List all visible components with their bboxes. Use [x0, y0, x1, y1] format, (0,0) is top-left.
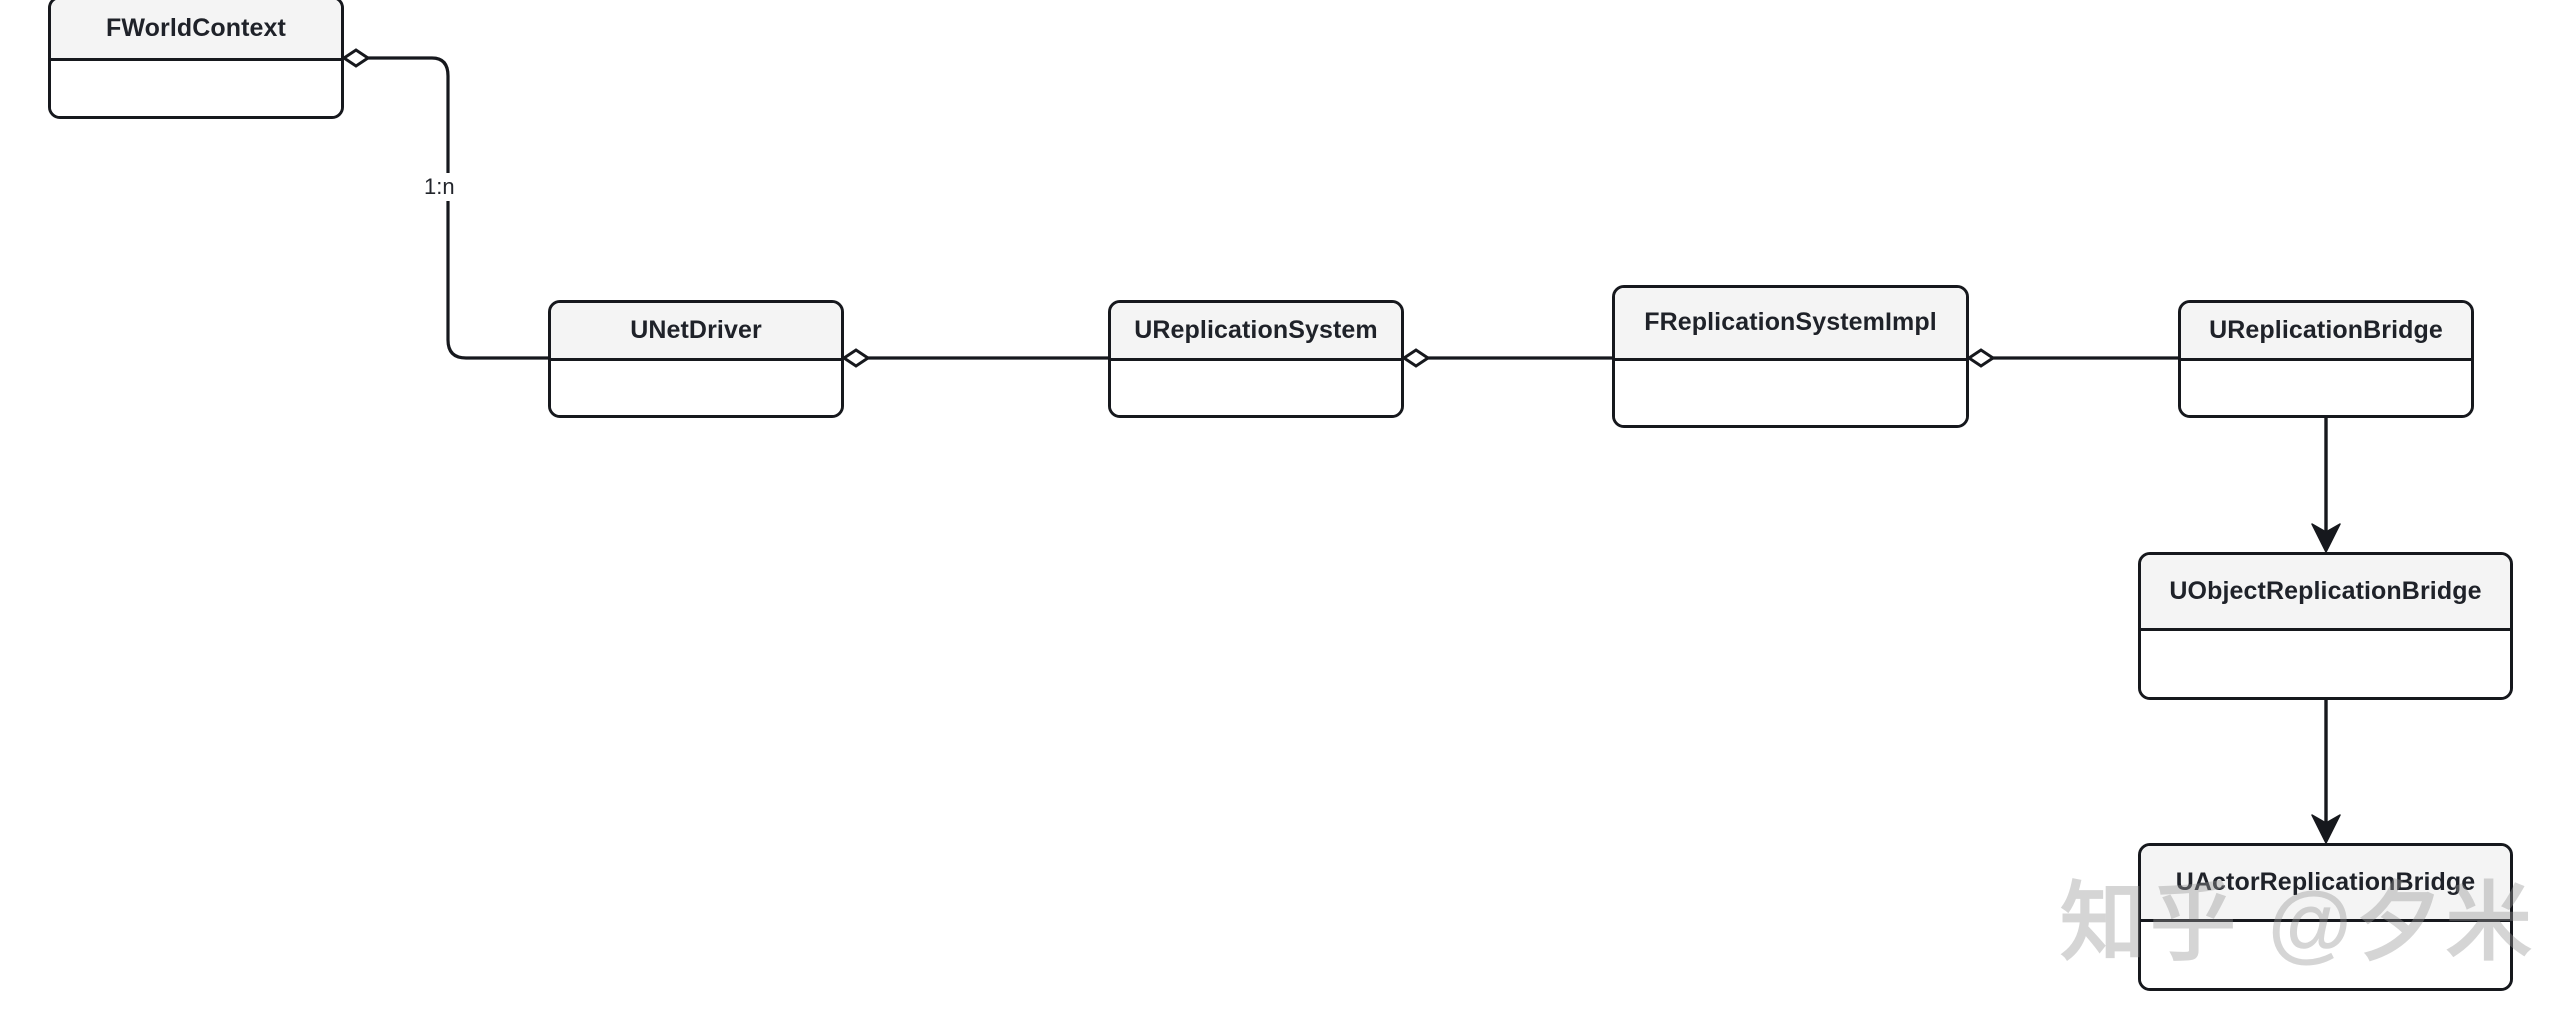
- class-name-label: UReplicationSystem: [1134, 315, 1378, 344]
- class-name-label: FReplicationSystemImpl: [1644, 308, 1937, 337]
- class-name-label: UReplicationBridge: [2209, 315, 2443, 344]
- edge-worldcontext-netdriver: [341, 48, 550, 360]
- class-header: FReplicationSystemImpl: [1615, 288, 1966, 361]
- edge-objectbridge-actorbridge: [2311, 700, 2341, 844]
- edge-label-multiplicity: 1:n: [419, 173, 460, 202]
- class-name-label: FWorldContext: [106, 13, 286, 42]
- class-attributes-compartment: [2141, 922, 2510, 988]
- class-box-unetdriver[interactable]: UNetDriver: [548, 300, 844, 418]
- class-header: UNetDriver: [551, 303, 841, 361]
- edge-replicationbridge-objectbridge: [2311, 418, 2341, 553]
- class-attributes-compartment: [2181, 361, 2471, 415]
- edge-replicationsystem-impl: [1401, 348, 1612, 368]
- class-box-ureplicationsystem[interactable]: UReplicationSystem: [1108, 300, 1404, 418]
- edge-impl-replicationbridge: [1966, 348, 2178, 368]
- class-header: UReplicationBridge: [2181, 303, 2471, 361]
- class-attributes-compartment: [51, 61, 341, 116]
- edge-netdriver-replicationsystem: [841, 348, 1108, 368]
- class-box-fworldcontext[interactable]: FWorldContext: [48, 0, 344, 119]
- class-name-label: UObjectReplicationBridge: [2169, 576, 2482, 605]
- class-name-label: UNetDriver: [630, 315, 762, 344]
- class-attributes-compartment: [2141, 631, 2510, 697]
- class-box-ureplicationbridge[interactable]: UReplicationBridge: [2178, 300, 2474, 418]
- arrowhead-icon: [2311, 523, 2341, 553]
- class-header: UActorReplicationBridge: [2141, 846, 2510, 922]
- aggregation-diamond: [1966, 348, 1996, 368]
- aggregation-diamond: [1401, 348, 1431, 368]
- class-attributes-compartment: [551, 361, 841, 415]
- class-header: UReplicationSystem: [1111, 303, 1401, 361]
- class-box-uobjectreplicationbridge[interactable]: UObjectReplicationBridge: [2138, 552, 2513, 700]
- class-attributes-compartment: [1111, 361, 1401, 415]
- arrowhead-icon: [2311, 814, 2341, 844]
- aggregation-diamond: [841, 348, 871, 368]
- class-header: FWorldContext: [51, 0, 341, 61]
- aggregation-diamond: [341, 48, 371, 68]
- class-attributes-compartment: [1615, 361, 1966, 425]
- class-name-label: UActorReplicationBridge: [2175, 867, 2476, 896]
- class-header: UObjectReplicationBridge: [2141, 555, 2510, 631]
- class-box-uactorreplicationbridge[interactable]: UActorReplicationBridge: [2138, 843, 2513, 991]
- class-box-freplicationsystemimpl[interactable]: FReplicationSystemImpl: [1612, 285, 1969, 428]
